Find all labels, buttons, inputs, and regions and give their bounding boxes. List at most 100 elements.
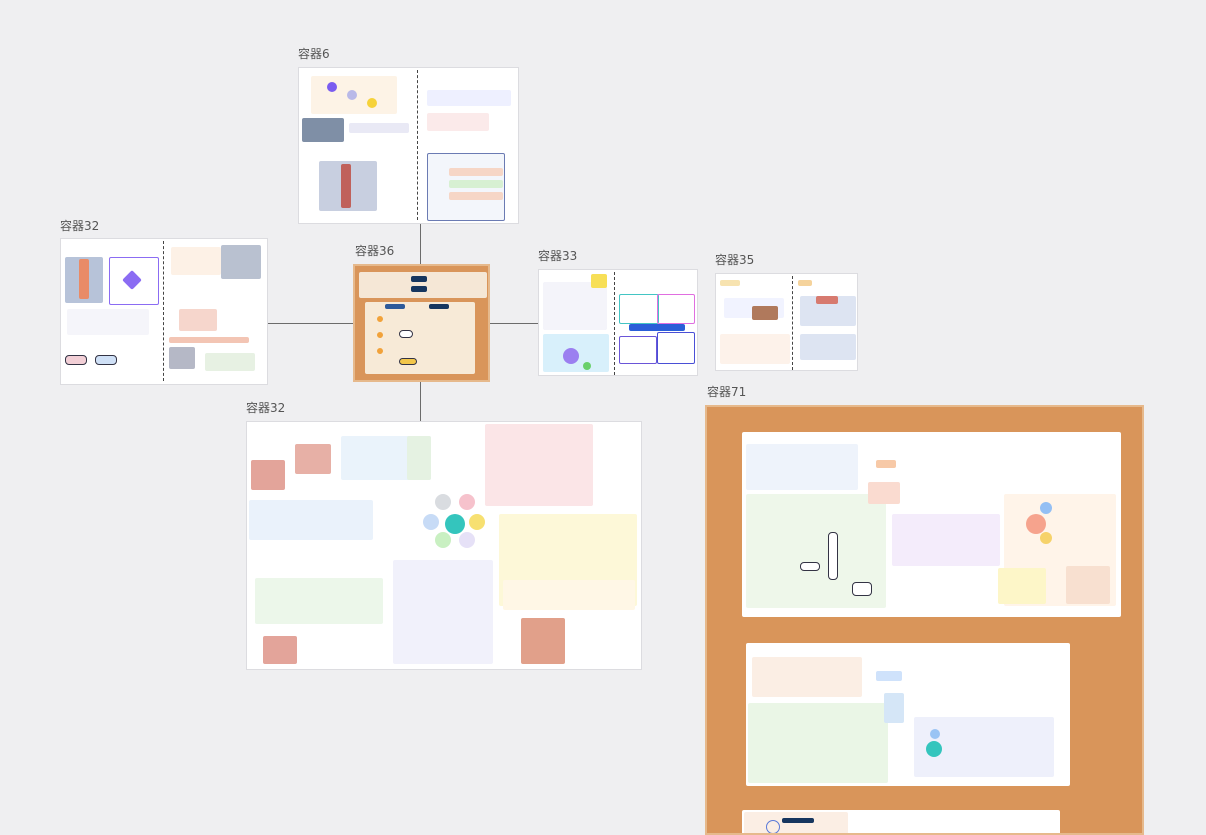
text-block <box>619 336 657 364</box>
frame-title: 容器36 <box>355 244 395 258</box>
diagram-panel <box>752 657 862 697</box>
image-thumbnail <box>752 306 778 320</box>
hub-node <box>469 514 485 530</box>
text-block <box>67 309 149 335</box>
node-label <box>876 460 896 468</box>
image-thumbnail <box>169 347 195 369</box>
image-thumbnail <box>79 259 89 299</box>
diagram-panel <box>998 568 1046 604</box>
hub-node <box>435 532 451 548</box>
diagram-node <box>327 82 337 92</box>
node-label <box>782 818 814 823</box>
frame-title: 容器6 <box>298 47 330 61</box>
table-row <box>449 180 503 188</box>
diagram-panel <box>746 444 858 490</box>
diagram-node <box>583 362 591 370</box>
diagram-panel <box>485 424 593 506</box>
text-block <box>798 280 812 286</box>
text-block <box>349 123 409 133</box>
diagram-panel <box>249 500 373 540</box>
image-thumbnail <box>521 618 565 664</box>
diagram-node <box>377 316 383 322</box>
text-block <box>171 247 221 275</box>
image-thumbnail <box>251 460 285 490</box>
node-label <box>868 482 900 504</box>
text-block <box>169 337 249 343</box>
image-thumbnail <box>295 444 331 474</box>
frame-container-71[interactable] <box>705 405 1144 835</box>
diagram-panel <box>503 580 635 610</box>
table-row <box>449 192 503 200</box>
node-label <box>385 304 405 309</box>
diagram-panel <box>543 282 607 330</box>
frame-title: 容器71 <box>707 385 747 399</box>
connector-line <box>420 381 421 421</box>
connector-line <box>489 323 539 324</box>
flow-node <box>828 532 838 580</box>
image-thumbnail <box>341 164 351 208</box>
diagram-panel <box>255 578 383 624</box>
flow-node <box>800 562 820 571</box>
divider <box>417 70 418 220</box>
connector-line <box>420 224 421 266</box>
frame-container-6[interactable] <box>298 67 519 224</box>
diagram-node <box>367 98 377 108</box>
diagram-node <box>377 348 383 354</box>
diagram-panel <box>892 514 1000 566</box>
hub-node <box>1040 502 1052 514</box>
text-block <box>427 90 511 106</box>
image-thumbnail <box>263 636 297 664</box>
frame-container-33[interactable] <box>538 269 698 376</box>
table <box>427 113 489 131</box>
flow-node <box>399 330 413 338</box>
diagram-node <box>563 348 579 364</box>
diagram-panel <box>748 703 888 783</box>
frame-title: 容器32 <box>60 219 100 233</box>
text-block <box>179 309 217 331</box>
diagram-panel <box>393 560 493 664</box>
diagram-icon <box>591 274 607 288</box>
node-label <box>884 693 904 723</box>
diagram-node <box>347 90 357 100</box>
frame-container-36[interactable] <box>353 264 490 382</box>
divider <box>792 276 793 370</box>
flow-node <box>399 358 417 365</box>
frame-container-32-bottom[interactable] <box>246 421 642 670</box>
diagram-panel <box>744 812 848 833</box>
flow-node <box>852 582 872 596</box>
node-label <box>876 671 902 681</box>
node-label <box>429 304 449 309</box>
connector-line <box>268 323 354 324</box>
diagram-panel <box>720 334 790 364</box>
diagram-block <box>205 353 255 371</box>
hub-node <box>435 494 451 510</box>
hub-node <box>459 494 475 510</box>
divider <box>614 272 615 375</box>
diagram-panel <box>365 302 475 374</box>
node-label <box>65 355 87 365</box>
diagram-node <box>766 820 780 833</box>
diagram-panel <box>407 436 431 480</box>
image-thumbnail <box>816 296 838 304</box>
table-row <box>449 168 503 176</box>
hub-node <box>423 514 439 530</box>
image-thumbnail <box>800 334 856 360</box>
hub-node <box>445 514 465 534</box>
frame-container-35[interactable] <box>715 273 858 371</box>
node-label <box>411 276 427 282</box>
diagram-panel <box>1066 566 1110 604</box>
text-block <box>720 280 740 286</box>
frame-title: 容器33 <box>538 249 578 263</box>
embedded-board <box>742 432 1121 617</box>
text-block <box>619 294 659 324</box>
image-thumbnail <box>221 245 261 279</box>
frame-title: 容器35 <box>715 253 755 267</box>
node-label <box>411 286 427 292</box>
hub-node <box>930 729 940 739</box>
frame-container-32-left[interactable] <box>60 238 268 385</box>
text-block <box>657 294 695 324</box>
text-block <box>657 332 695 364</box>
hub-node <box>1040 532 1052 544</box>
embedded-board <box>742 810 1060 833</box>
